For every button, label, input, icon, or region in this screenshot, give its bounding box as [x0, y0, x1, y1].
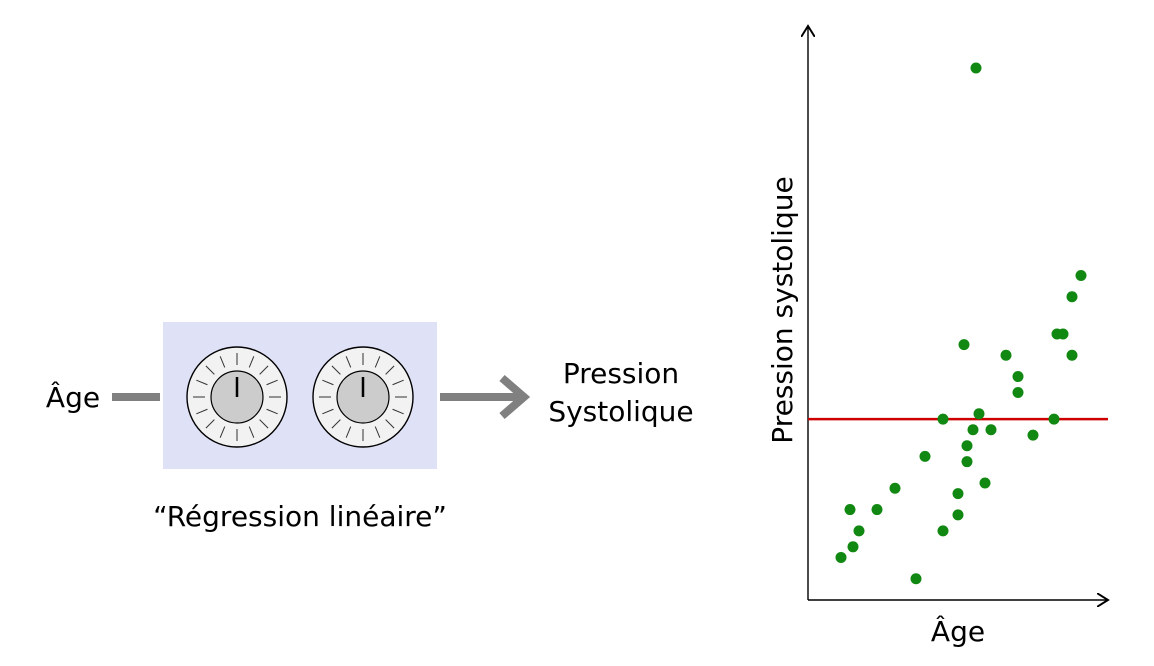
data-point	[979, 477, 991, 489]
data-point	[1075, 269, 1087, 281]
knob-tick	[248, 356, 255, 368]
data-point	[1000, 349, 1012, 361]
knob-tick	[259, 365, 269, 375]
data-point	[1057, 328, 1069, 340]
data-point	[937, 413, 949, 425]
knob-tick	[205, 365, 215, 375]
data-point	[1048, 413, 1060, 425]
data-point	[952, 488, 964, 500]
data-point	[967, 424, 979, 436]
knob-tick	[385, 365, 395, 375]
input-label: Âge	[46, 380, 100, 414]
data-point	[844, 504, 856, 516]
data-point	[871, 504, 883, 516]
knob-tick	[266, 379, 278, 386]
knob-tick	[374, 356, 381, 368]
y-axis-label: Pression systolique	[766, 176, 799, 443]
knob-tick	[259, 419, 269, 429]
knob-tick	[392, 408, 404, 415]
knob-tick	[331, 419, 341, 429]
knob-tick	[374, 426, 381, 438]
data-point	[961, 456, 973, 468]
knob-tick	[392, 379, 404, 386]
scatter-chart: Âge Pression systolique	[766, 26, 1108, 648]
data-point	[1027, 429, 1039, 441]
data-point	[937, 525, 949, 537]
data-point	[910, 573, 922, 585]
data-point	[835, 551, 847, 563]
output-label-line1: Pression	[563, 357, 679, 390]
knob-tick	[266, 408, 278, 415]
knob-tick	[196, 408, 208, 415]
knob-tick	[322, 379, 334, 386]
model-label: “Régression linéaire”	[153, 500, 447, 533]
data-point	[970, 62, 982, 74]
knob-tick	[248, 426, 255, 438]
data-point	[961, 440, 973, 452]
knob-tick	[345, 426, 352, 438]
knob-tick	[385, 419, 395, 429]
data-point	[973, 408, 985, 420]
knob-tick	[345, 356, 352, 368]
data-points	[835, 62, 1087, 585]
data-point	[952, 509, 964, 521]
knob-tick	[219, 426, 226, 438]
output-arrow	[440, 374, 531, 420]
knob-tick	[322, 408, 334, 415]
knob-tick	[205, 419, 215, 429]
knob-1-icon[interactable]	[186, 346, 288, 448]
knob-2-icon[interactable]	[312, 346, 414, 448]
x-axis-label: Âge	[931, 614, 985, 648]
data-point	[847, 541, 859, 553]
knob-tick	[331, 365, 341, 375]
data-point	[853, 525, 865, 537]
data-point	[1066, 291, 1078, 303]
knob-tick	[219, 356, 226, 368]
data-point	[958, 339, 970, 351]
knob-tick	[196, 379, 208, 386]
output-label-line2: Systolique	[548, 395, 693, 428]
data-point	[919, 450, 931, 462]
data-point	[985, 424, 997, 436]
data-point	[889, 482, 901, 494]
data-point	[1012, 387, 1024, 399]
data-point	[1066, 349, 1078, 361]
data-point	[1012, 371, 1024, 383]
